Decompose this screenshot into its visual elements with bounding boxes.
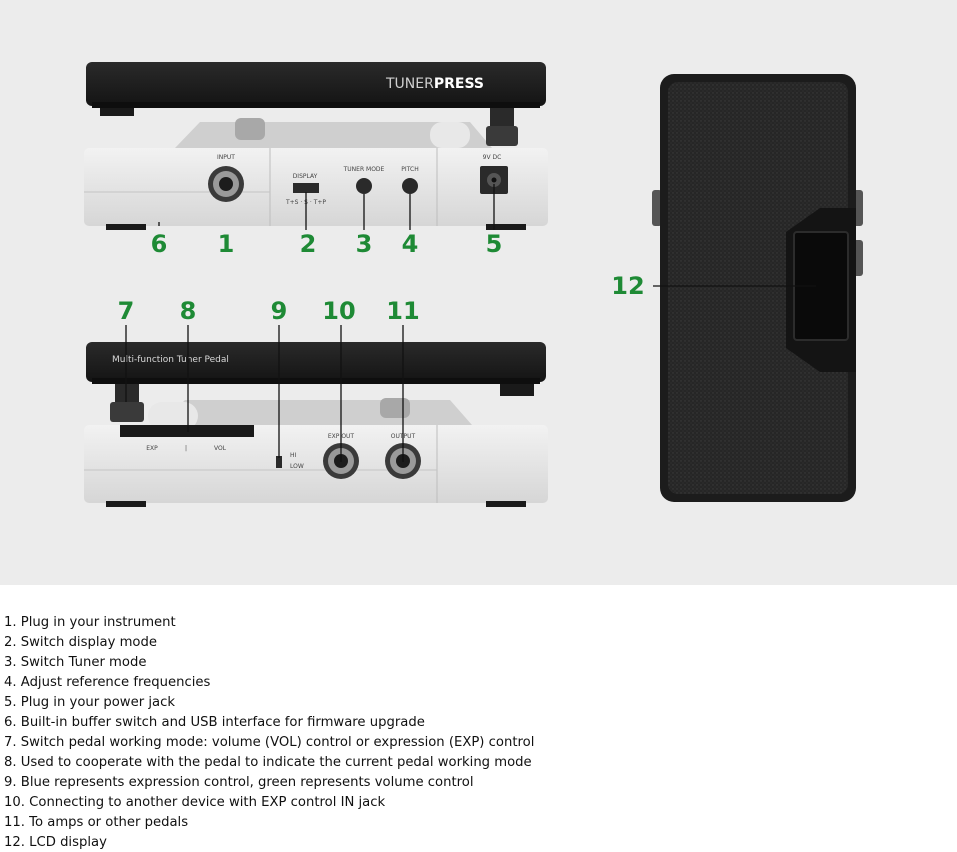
pitch-label: PITCH (401, 166, 418, 173)
callout-number: 7 (117, 297, 135, 325)
list-item: 7. Switch pedal working mode: volume (VO… (4, 735, 535, 750)
power-label: 9V DC (483, 154, 502, 161)
svg-text:TUNERPRESS: TUNERPRESS (385, 76, 484, 92)
callout-number: 3 (355, 230, 373, 258)
brand-bold: PRESS (434, 76, 484, 92)
exp-label: EXP (146, 445, 158, 452)
input-label: INPUT (217, 154, 235, 161)
callout-number: 12 (611, 272, 645, 300)
pedal-illustration: TUNERPRESS INPUT DISPLAY T+S · S · T+P T… (84, 62, 863, 507)
list-item: 4. Adjust reference frequencies (4, 675, 211, 690)
list-item: 2. Switch display mode (4, 635, 157, 650)
list-item: 8. Used to cooperate with the pedal to i… (4, 755, 532, 770)
pedal-front-view: TUNERPRESS INPUT DISPLAY T+S · S · T+P T… (84, 62, 548, 230)
callout-number: 9 (270, 297, 288, 325)
list-item: 1. Plug in your instrument (4, 615, 176, 630)
low-label: LOW (290, 463, 304, 470)
list-item: 10. Connecting to another device with EX… (4, 795, 386, 810)
indicator-divider: | (185, 445, 187, 452)
callout-number: 10 (322, 297, 356, 325)
pedal-back-view: Multi-function Tuner Pedal EXP | VOL HI … (84, 325, 548, 507)
hi-label: HI (290, 452, 297, 459)
callout-number: 5 (485, 230, 503, 258)
callout-number: 4 (401, 230, 419, 258)
vol-label: VOL (214, 445, 227, 452)
brand-regular: TUNER (385, 76, 434, 92)
pedal-top-view (652, 74, 863, 502)
side-caption: Multi-function Tuner Pedal (112, 355, 229, 365)
callout-number: 6 (150, 230, 168, 258)
feature-list: 1. Plug in your instrument 2. Switch dis… (4, 613, 944, 852)
tuner-mode-label: TUNER MODE (343, 166, 385, 173)
display-label: DISPLAY (293, 173, 318, 180)
list-item: 12. LCD display (4, 835, 107, 850)
list-item: 11. To amps or other pedals (4, 815, 189, 830)
callout-number: 11 (386, 297, 420, 325)
callout-number: 8 (179, 297, 197, 325)
callout-number: 2 (299, 230, 317, 258)
list-item: 3. Switch Tuner mode (4, 655, 147, 670)
callout-number: 1 (217, 230, 235, 258)
list-item: 6. Built-in buffer switch and USB interf… (4, 715, 425, 730)
product-image-area: TUNERPRESS INPUT DISPLAY T+S · S · T+P T… (0, 0, 957, 585)
list-item: 9. Blue represents expression control, g… (4, 775, 474, 790)
list-item: 5. Plug in your power jack (4, 695, 175, 710)
